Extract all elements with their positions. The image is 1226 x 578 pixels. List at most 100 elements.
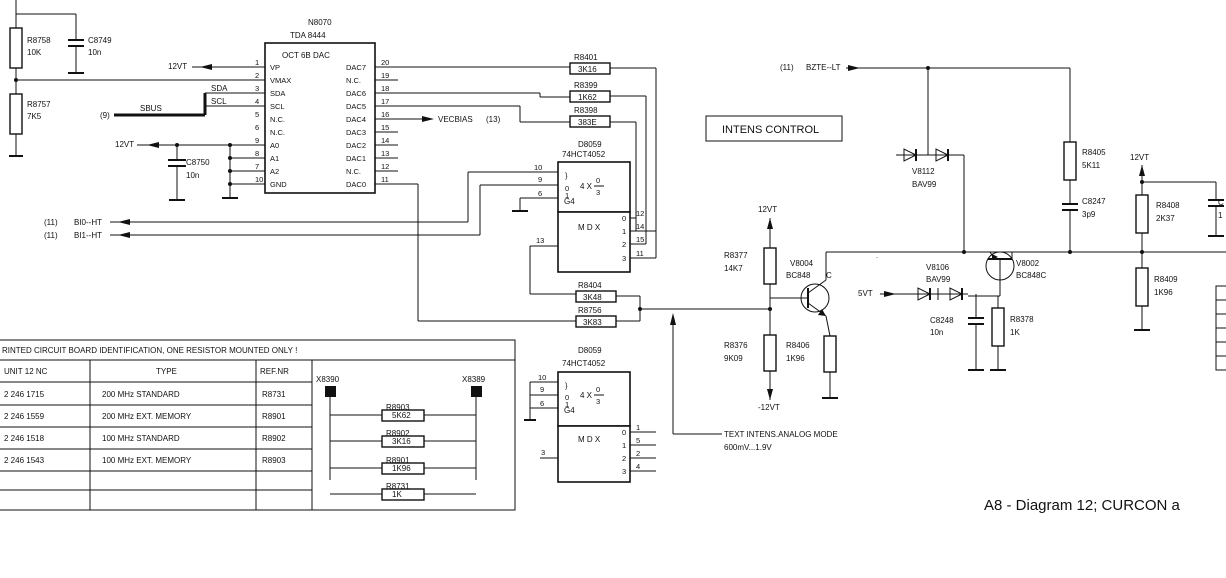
mux2-brace-idx-1: 1 xyxy=(565,400,569,409)
dac-pin-num-right: 20 xyxy=(381,58,389,67)
c8749-value: 10n xyxy=(88,48,101,57)
pcb-res-value: 1K xyxy=(392,490,402,499)
dac-pin-num-left: 8 xyxy=(255,149,259,158)
r8757-value: 7K5 xyxy=(27,112,42,121)
pcb-row-ref: R8901 xyxy=(262,412,286,421)
mux1-pin-10: 10 xyxy=(534,163,542,172)
r8408-resistor xyxy=(1135,194,1149,234)
dac-pin-num-right: 13 xyxy=(381,149,389,158)
v8004-stage: 12VT R8377 14K7 R8376 9K09 -12VT V8004 B… xyxy=(724,205,1226,412)
pcb-row-ref: R8903 xyxy=(262,456,286,465)
r8376-resistor xyxy=(763,334,777,372)
r8408-ref: R8408 xyxy=(1156,201,1180,210)
pcb-res-ref: R8901 xyxy=(386,456,410,465)
c8247-value: 3p9 xyxy=(1082,210,1096,219)
mux2-control-block xyxy=(557,371,631,427)
r8406-value: 1K96 xyxy=(786,354,805,363)
bzte-label: BZTE--LT xyxy=(806,63,841,72)
v8002-stage: V8002 BC848C xyxy=(968,251,1046,297)
dac-pin-name-left: A1 xyxy=(270,154,279,163)
sbus-label: SBUS xyxy=(140,104,162,113)
dac-pin-num-left: 2 xyxy=(255,71,259,80)
sda-label: SDA xyxy=(211,84,228,93)
r8406-ref: R8406 xyxy=(786,341,810,350)
bi1-label: BI1--HT xyxy=(74,231,102,240)
x8389-connector xyxy=(471,386,482,397)
mux2-g4: G4 xyxy=(564,406,575,415)
dac-part: TDA 8444 xyxy=(290,31,326,40)
dac-pin-name-right: DAC1 xyxy=(346,154,366,163)
dac-title: OCT 6B DAC xyxy=(282,51,330,60)
v8112-ref: V8112 xyxy=(912,167,935,176)
r8377-value: 14K7 xyxy=(724,264,743,273)
mux2-range-bot: 3 xyxy=(596,397,600,406)
dac-pins: 1VP2VMAX3SDA4SCL5N.C.6N.C.9A08A17A210GND… xyxy=(255,58,398,189)
x8389-label: X8389 xyxy=(462,375,486,384)
mux1-sw-label: 4 X xyxy=(580,182,593,191)
v5-label: 5VT xyxy=(858,289,873,298)
r8408-value: 2K37 xyxy=(1156,214,1175,223)
r8409-value: 1K96 xyxy=(1154,288,1173,297)
v8004-ref: V8004 xyxy=(790,259,814,268)
mux2-out-pin: 2 xyxy=(636,449,640,458)
v8004-value: BC848 xyxy=(786,271,811,280)
a0-net-label: 12VT xyxy=(115,140,134,149)
mux1-out-idx: 2 xyxy=(622,240,626,249)
v8106-value: BAV99 xyxy=(926,275,951,284)
text-intens-line1: TEXT INTENS.ANALOG MODE xyxy=(724,430,838,439)
mux1-g4: G4 xyxy=(564,197,575,206)
dac-pin-name-left: SCL xyxy=(270,102,285,111)
dac-pin-num-right: 14 xyxy=(381,136,389,145)
mux2-pin-9: 9 xyxy=(540,385,544,394)
pcb-res-ref: R8902 xyxy=(386,429,410,438)
r8758-ref: R8758 xyxy=(27,36,51,45)
mux1-pin-6: 6 xyxy=(538,189,542,198)
r8377-ref: R8377 xyxy=(724,251,748,260)
r8378-value: 1K xyxy=(1010,328,1020,337)
dac-pin-num-left: 3 xyxy=(255,84,259,93)
dac-pin-num-right: 16 xyxy=(381,110,389,119)
pcb-row-type: 100 MHz STANDARD xyxy=(102,434,180,443)
mux2-out-idx: 0 xyxy=(622,428,626,437)
pcb-row-unit: 2 246 1715 xyxy=(4,390,45,399)
bi0-ref: (11) xyxy=(44,218,58,227)
r8376-ref: R8376 xyxy=(724,341,748,350)
mux1-pin-9: 9 xyxy=(538,175,542,184)
mux2-out-pin: 5 xyxy=(636,436,640,445)
mux1-out-idx: 3 xyxy=(622,254,626,263)
mux2-mdx: M D X xyxy=(578,435,601,444)
mux2-out-idx: 3 xyxy=(622,467,626,476)
mux2-74hct4052: D8059 74HCT4052 } 0 1 4 X 0 3 G4 M D X 0… xyxy=(524,346,656,483)
bi1-ref: (11) xyxy=(44,231,58,240)
pcb-row-unit: 2 246 1518 xyxy=(4,434,45,443)
r8399-value: 1K62 xyxy=(578,93,597,102)
pcb-row-ref: R8902 xyxy=(262,434,286,443)
mux2-brace-idx-0: 0 xyxy=(565,393,569,402)
mux1-out-pin: 11 xyxy=(636,249,644,258)
pcb-res-value: 5K62 xyxy=(392,411,411,420)
pcb-res-ref: R8903 xyxy=(386,403,410,412)
mux2-out-idx: 2 xyxy=(622,454,626,463)
dac-pin-num-left: 6 xyxy=(255,123,259,132)
pcb-row-unit: 2 246 1543 xyxy=(4,456,45,465)
c8248-value: 10n xyxy=(930,328,943,337)
mux1-out-pin: 14 xyxy=(636,222,644,231)
pcb-row-unit: 2 246 1559 xyxy=(4,412,45,421)
mux1-brace: } xyxy=(565,171,568,180)
mux2-sw-label: 4 X xyxy=(580,391,593,400)
mux2-brace: } xyxy=(565,381,568,390)
mux1-brace-idx-0: 0 xyxy=(565,184,569,193)
stray-mark: . xyxy=(876,251,878,260)
mux2-out-pin: 4 xyxy=(636,462,640,471)
mux1-range-bot: 3 xyxy=(596,188,600,197)
dac-pin-name-left: A2 xyxy=(270,167,279,176)
v8002-value: BC848C xyxy=(1016,271,1046,280)
dac-pin-name-right: DAC5 xyxy=(346,102,366,111)
dac-pin-num-right: 15 xyxy=(381,123,389,132)
pcb-col-ref: REF.NR xyxy=(260,367,289,376)
bzte-ref: (11) xyxy=(780,63,794,72)
dac-pin-name-left: N.C. xyxy=(270,128,285,137)
c8248-ref: C8248 xyxy=(930,316,954,325)
